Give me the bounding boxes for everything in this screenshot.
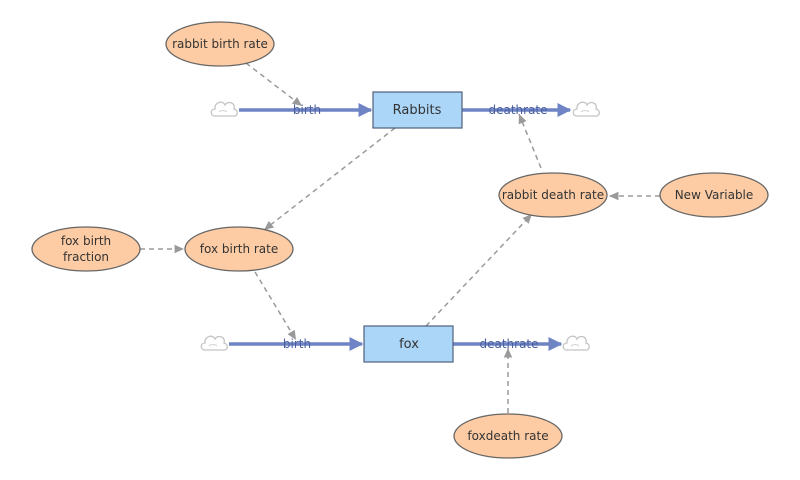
- link-fox-to-rabbit-death-rate: [425, 213, 533, 327]
- flow-label-fox-birth: birth: [283, 337, 311, 351]
- variable-rabbit-death-rate-label: rabbit death rate: [502, 188, 604, 202]
- variable-foxdeath-rate-label: foxdeath rate: [467, 429, 548, 443]
- variable-rabbit-birth-rate[interactable]: rabbit birth rate: [165, 21, 275, 67]
- cloud-icon: [210, 101, 238, 117]
- variable-rabbit-death-rate[interactable]: rabbit death rate: [498, 172, 608, 218]
- variable-rabbit-birth-rate-label: rabbit birth rate: [172, 37, 268, 51]
- variable-fox-birth-fraction-label-line2: fraction: [63, 250, 109, 264]
- stock-fox[interactable]: fox: [363, 325, 454, 363]
- variable-new-variable[interactable]: New Variable: [659, 172, 769, 218]
- variable-fox-birth-fraction-label-line1: fox birth: [61, 234, 111, 248]
- link-rabbit-death-rate-to-deathrate: [518, 113, 542, 169]
- variable-fox-birth-rate[interactable]: fox birth rate: [184, 226, 294, 272]
- link-rabbit-birth-rate-to-birth: [245, 62, 303, 107]
- variable-foxdeath-rate[interactable]: foxdeath rate: [453, 413, 563, 459]
- flow-label-fox-death: deathrate: [479, 337, 538, 351]
- variable-fox-birth-fraction[interactable]: fox birth fraction: [31, 226, 141, 272]
- cloud-icon: [562, 335, 590, 351]
- flow-label-rabbit-birth: birth: [293, 103, 321, 117]
- stock-rabbits-label: Rabbits: [393, 103, 442, 118]
- link-rabbits-to-fox-birth-rate: [263, 127, 396, 231]
- stock-fox-label: fox: [399, 337, 419, 352]
- cloud-icon: [572, 101, 600, 117]
- link-fox-birth-rate-to-birth: [254, 271, 297, 341]
- variable-fox-birth-rate-label: fox birth rate: [200, 242, 279, 256]
- variable-new-variable-label: New Variable: [675, 188, 754, 202]
- stock-rabbits[interactable]: Rabbits: [372, 91, 463, 129]
- cloud-icon: [200, 335, 228, 351]
- flow-label-rabbit-death: deathrate: [488, 103, 547, 117]
